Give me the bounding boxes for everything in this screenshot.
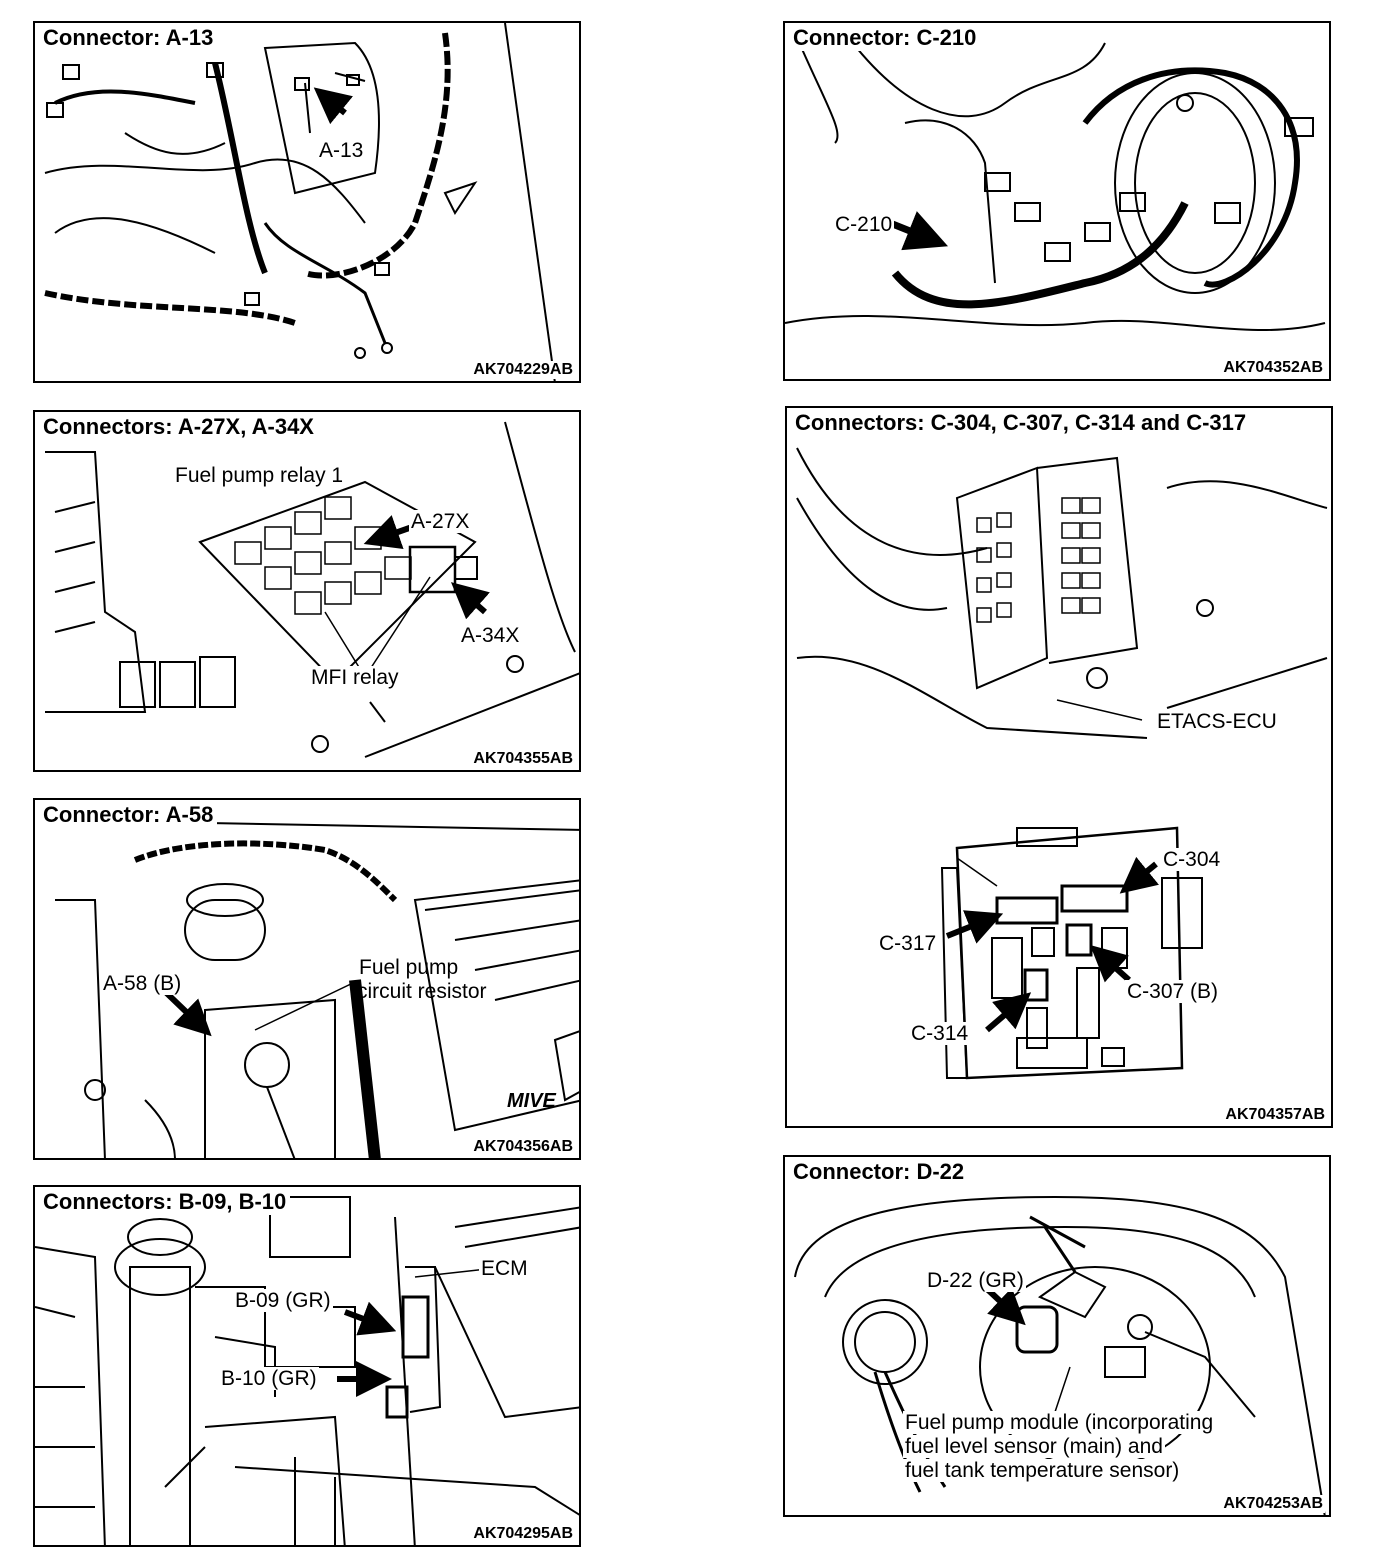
label-module-line-3: fuel tank temperature sensor) — [903, 1459, 1182, 1482]
figure-code: AK704355AB — [471, 750, 575, 768]
diagram-a27x-a34x — [45, 421, 579, 758]
panel-title: Connectors: C-304, C-307, C-314 and C-31… — [795, 410, 1251, 436]
callout-c307: C-307 (B) — [1125, 980, 1221, 1003]
panel-connector-d22: Connector: D-22 D-22 (GR) Fuel pump modu… — [783, 1155, 1331, 1517]
panel-connectors-b09-b10: Connectors: B-09, B-10 ECM B-09 (GR) B-1… — [33, 1185, 581, 1547]
label-circuit-resistor: circuit resistor — [357, 980, 487, 1003]
callout-b09: B-09 (GR) — [233, 1289, 333, 1312]
label-etacs-ecu: ETACS-ECU — [1155, 710, 1279, 733]
diagram-d22 — [794, 1195, 1326, 1515]
diagram-c304-group — [796, 447, 1328, 1080]
label-fuel-pump-relay-1: Fuel pump relay 1 — [173, 464, 346, 487]
callout-c314: C-314 — [909, 1022, 971, 1045]
diagram-c210 — [785, 32, 1326, 332]
callout-c210: C-210 — [833, 213, 895, 236]
label-module-line-2: fuel level sensor (main) and — [903, 1435, 1165, 1458]
panel-title: Connector: A-58 — [43, 802, 218, 828]
callout-b10: B-10 (GR) — [219, 1367, 319, 1390]
diagram-b09-b10 — [35, 1196, 579, 1545]
callout-a13: A-13 — [317, 139, 366, 162]
label-fuel-pump: Fuel pump — [359, 956, 459, 979]
figure-code: AK704253AB — [1221, 1495, 1325, 1513]
panel-title: Connector: C-210 — [793, 25, 981, 51]
panel-connector-a13: Connector: A-13 A-13 AK704229AB — [33, 21, 581, 383]
panel-connector-c210: Connector: C-210 C-210 AK704352AB — [783, 21, 1331, 381]
panel-title: Connector: D-22 — [793, 1159, 969, 1185]
label-ecm: ECM — [479, 1257, 530, 1280]
figure-code: AK704356AB — [471, 1138, 575, 1156]
panel-connectors-c304-c307-c314-c317: Connectors: C-304, C-307, C-314 and C-31… — [785, 406, 1333, 1128]
label-mfi-relay: MFI relay — [309, 666, 401, 689]
figure-code: AK704357AB — [1223, 1106, 1327, 1124]
callout-a58: A-58 (B) — [101, 972, 184, 995]
panel-connector-a58: Connector: A-58 A-58 (B) Fuel pump circu… — [33, 798, 581, 1160]
panel-title: Connectors: A-27X, A-34X — [43, 414, 318, 440]
engine-cover-brand: MIVE — [507, 1090, 556, 1112]
panel-connectors-a27x-a34x: Connectors: A-27X, A-34X Fuel pump relay… — [33, 410, 581, 772]
figure-code: AK704295AB — [471, 1525, 575, 1543]
panel-title: Connectors: B-09, B-10 — [43, 1189, 291, 1215]
diagram-a13 — [44, 23, 556, 381]
callout-a27x: A-27X — [409, 510, 472, 533]
figure-code: AK704229AB — [471, 361, 575, 379]
label-module-line-1: Fuel pump module (incorporating — [903, 1411, 1216, 1434]
figure-code: AK704352AB — [1221, 359, 1325, 377]
panel-title: Connector: A-13 — [43, 25, 218, 51]
callout-d22: D-22 (GR) — [925, 1269, 1026, 1292]
callout-c317: C-317 — [877, 932, 939, 955]
callout-a34x: A-34X — [459, 624, 522, 647]
callout-c304: C-304 — [1161, 848, 1223, 871]
